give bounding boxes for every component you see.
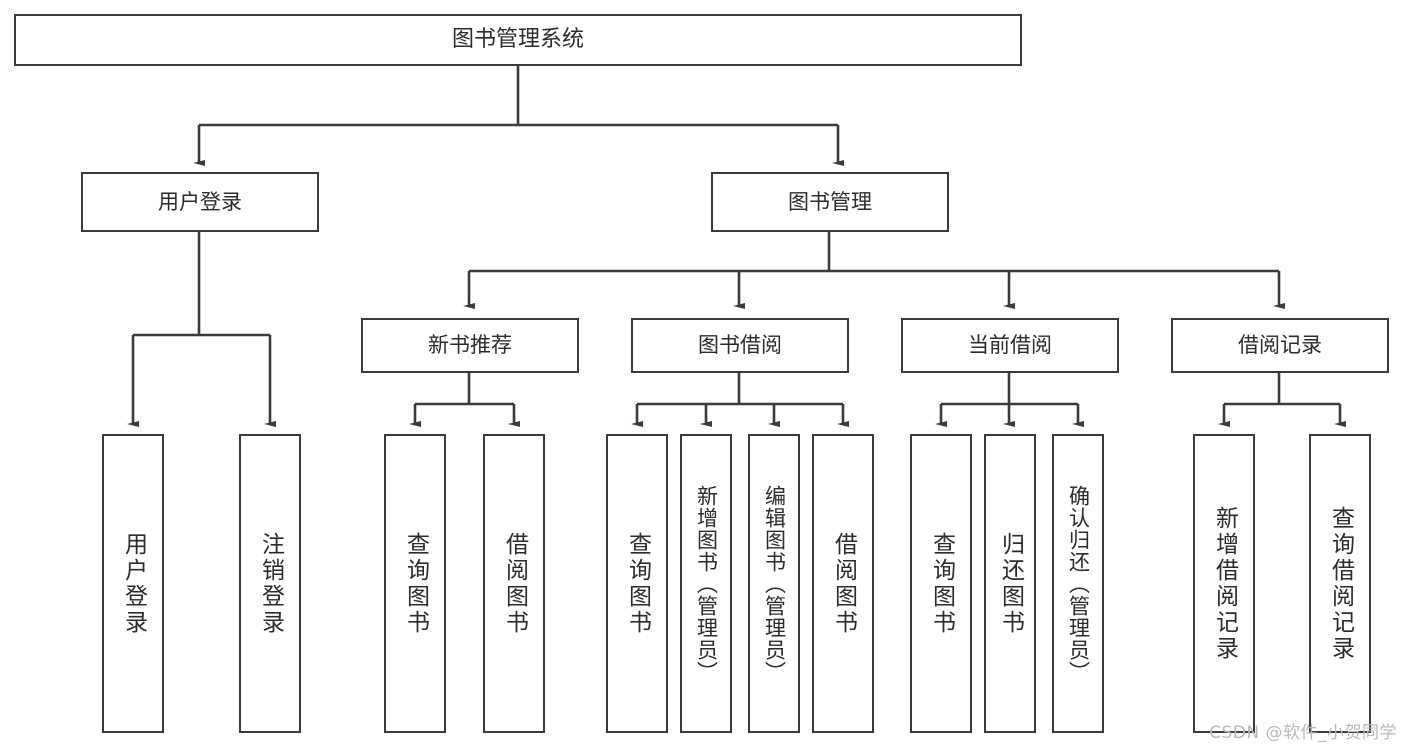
node-label: 图书借阅 bbox=[698, 333, 782, 358]
leaf-user-login[interactable]: 用户登录 bbox=[102, 434, 164, 733]
leaf-borrow-book-recommend[interactable]: 借阅图书 bbox=[483, 434, 545, 733]
node-label: 借阅图书 bbox=[501, 531, 528, 636]
leaf-add-borrow-record[interactable]: 新增借阅记录 bbox=[1193, 434, 1255, 733]
leaf-query-book-borrow[interactable]: 查询图书 bbox=[606, 434, 668, 733]
node-user-login[interactable]: 用户登录 bbox=[81, 172, 319, 232]
leaf-logout[interactable]: 注销登录 bbox=[239, 434, 301, 733]
leaf-query-borrow-record[interactable]: 查询借阅记录 bbox=[1309, 434, 1371, 733]
leaf-query-book-recommend[interactable]: 查询图书 bbox=[384, 434, 446, 733]
node-label: 查询借阅记录 bbox=[1327, 505, 1354, 662]
leaf-edit-book-admin[interactable]: 编辑图书（管理员） bbox=[748, 434, 800, 733]
node-label: 查询图书 bbox=[402, 531, 429, 636]
node-label: 新增图书（管理员） bbox=[694, 484, 719, 683]
leaf-query-book-current[interactable]: 查询图书 bbox=[910, 434, 972, 733]
node-borrow-records[interactable]: 借阅记录 bbox=[1171, 318, 1389, 373]
leaf-add-book-admin[interactable]: 新增图书（管理员） bbox=[680, 434, 732, 733]
node-book-management[interactable]: 图书管理 bbox=[711, 172, 949, 232]
leaf-confirm-return-admin[interactable]: 确认归还（管理员） bbox=[1052, 434, 1104, 733]
node-label: 用户登录 bbox=[120, 531, 147, 636]
leaf-borrow-book[interactable]: 借阅图书 bbox=[812, 434, 874, 733]
node-label: 归还图书 bbox=[997, 531, 1024, 636]
node-root-system[interactable]: 图书管理系统 bbox=[14, 14, 1022, 66]
node-label: 注销登录 bbox=[257, 531, 284, 636]
node-label: 编辑图书（管理员） bbox=[762, 484, 787, 683]
node-label: 用户登录 bbox=[158, 189, 242, 214]
leaf-return-book[interactable]: 归还图书 bbox=[984, 434, 1036, 733]
node-label: 确认归还（管理员） bbox=[1066, 484, 1091, 683]
node-label: 查询图书 bbox=[624, 531, 651, 636]
node-current-borrow[interactable]: 当前借阅 bbox=[901, 318, 1119, 373]
node-label: 借阅图书 bbox=[830, 531, 857, 636]
node-label: 新书推荐 bbox=[428, 333, 512, 358]
node-new-book-recommend[interactable]: 新书推荐 bbox=[361, 318, 579, 373]
node-label: 图书管理系统 bbox=[451, 27, 584, 53]
node-label: 借阅记录 bbox=[1238, 333, 1322, 358]
node-label: 查询图书 bbox=[928, 531, 955, 636]
node-book-borrow[interactable]: 图书借阅 bbox=[631, 318, 849, 373]
node-label: 图书管理 bbox=[788, 189, 872, 214]
node-label: 新增借阅记录 bbox=[1211, 505, 1238, 662]
node-label: 当前借阅 bbox=[968, 333, 1052, 358]
